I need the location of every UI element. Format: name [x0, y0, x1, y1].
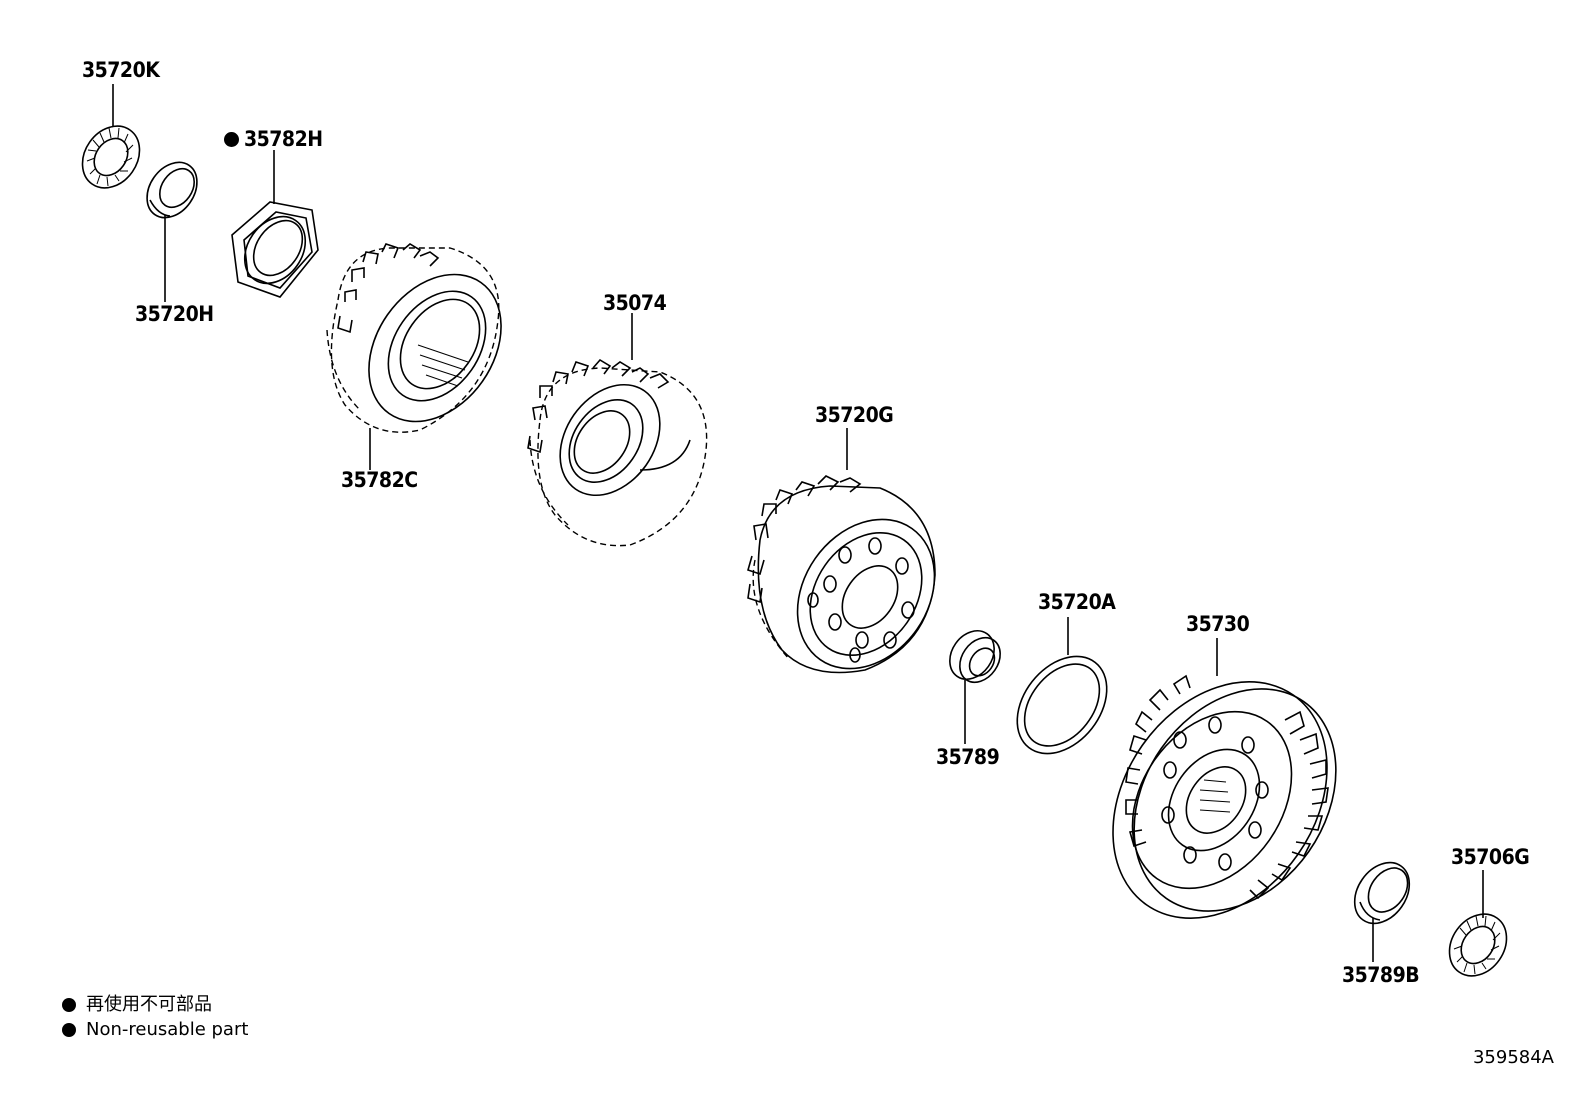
- diagram-reference-number: 359584A: [1472, 1047, 1554, 1068]
- part-label-35782h: 35782H: [224, 129, 323, 150]
- planetary-gear-35074: [527, 358, 708, 547]
- legend-dot-icon: [62, 998, 76, 1012]
- part-label-35789b: 35789B: [1342, 963, 1420, 987]
- bearing-race-35720h: [146, 161, 198, 219]
- part-label-35720k: 35720K: [82, 58, 160, 82]
- part-label-35720g: 35720G: [815, 403, 894, 427]
- carrier-drum-35720g: [747, 475, 936, 674]
- non-reusable-marker: [224, 132, 239, 147]
- legend-japanese-text: 再使用不可部品: [86, 994, 212, 1015]
- bushing-35789b: [1353, 861, 1411, 925]
- clutch-drum-35730: [1112, 674, 1337, 919]
- legend-dot-icon: [62, 1023, 76, 1037]
- part-label-35720h: 35720H: [135, 302, 214, 326]
- legend-english: Non-reusable part: [62, 1021, 248, 1039]
- part-label-35730: 35730: [1186, 612, 1250, 636]
- thrust-bearing-35706g: [1448, 913, 1508, 977]
- legend-japanese: 再使用不可部品: [62, 996, 212, 1014]
- leader-lines: [112, 84, 1484, 962]
- part-label-35782h-text: 35782H: [244, 127, 323, 151]
- part-label-35782c: 35782C: [341, 468, 418, 492]
- part-label-35074: 35074: [603, 291, 667, 315]
- part-label-35720a: 35720A: [1038, 590, 1116, 614]
- thrust-bearing-35720k: [81, 125, 141, 189]
- legend-english-text: Non-reusable part: [86, 1019, 249, 1040]
- gear-35782c: [326, 243, 502, 433]
- thrust-washer-35720a: [1016, 655, 1108, 755]
- part-label-35706g: 35706G: [1451, 845, 1530, 869]
- bushing-35789: [949, 630, 1001, 684]
- lock-nut-35782h: [231, 201, 319, 298]
- part-label-35789: 35789: [936, 745, 1000, 769]
